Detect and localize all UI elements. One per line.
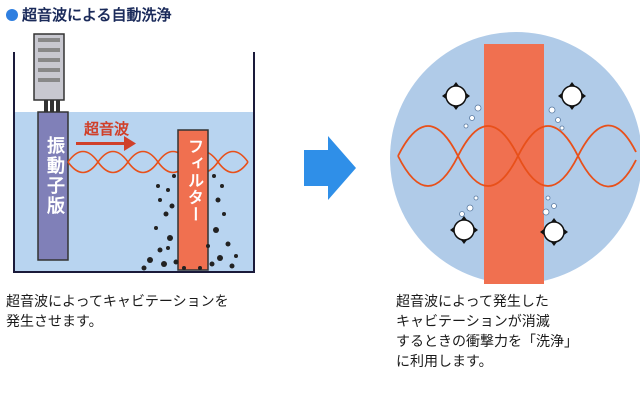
left-caption: 超音波によってキャビテーションを 発生させます。 xyxy=(6,292,229,332)
right-caption-line: キャビテーションが消滅 xyxy=(396,314,550,330)
vibrator-label: 振動子版 xyxy=(44,136,65,216)
ultrasonic-wave-right xyxy=(397,124,637,188)
left-caption-line: 発生させます。 xyxy=(6,314,103,330)
right-caption-line: に利用します。 xyxy=(396,354,493,370)
filter xyxy=(177,129,209,271)
small-bubbles xyxy=(459,104,565,217)
vibrator-plate xyxy=(37,111,69,261)
diagram-title: 超音波による自動洗浄 xyxy=(6,4,172,25)
wave-direction-arrow xyxy=(76,136,136,151)
bullet-icon xyxy=(6,8,18,21)
left-caption-line: 超音波によってキャビテーションを xyxy=(6,294,229,310)
ultrasonic-wave-left xyxy=(67,150,249,174)
right-caption: 超音波によって発生した キャビテーションが消滅 するときの衝撃力を「洗浄」 に利… xyxy=(396,292,578,372)
right-caption-line: するときの衝撃力を「洗浄」 xyxy=(396,334,578,350)
title-text: 超音波による自動洗浄 xyxy=(22,6,172,24)
wave-label: 超音波 xyxy=(83,120,130,138)
right-caption-line: 超音波によって発生した xyxy=(396,294,549,310)
right-arrow-icon xyxy=(304,136,356,200)
filter-label: フィルター xyxy=(185,138,204,223)
shockwave-spikes xyxy=(442,82,586,246)
magnified-view xyxy=(390,32,640,284)
debris xyxy=(141,174,238,271)
vibrator xyxy=(33,33,69,261)
